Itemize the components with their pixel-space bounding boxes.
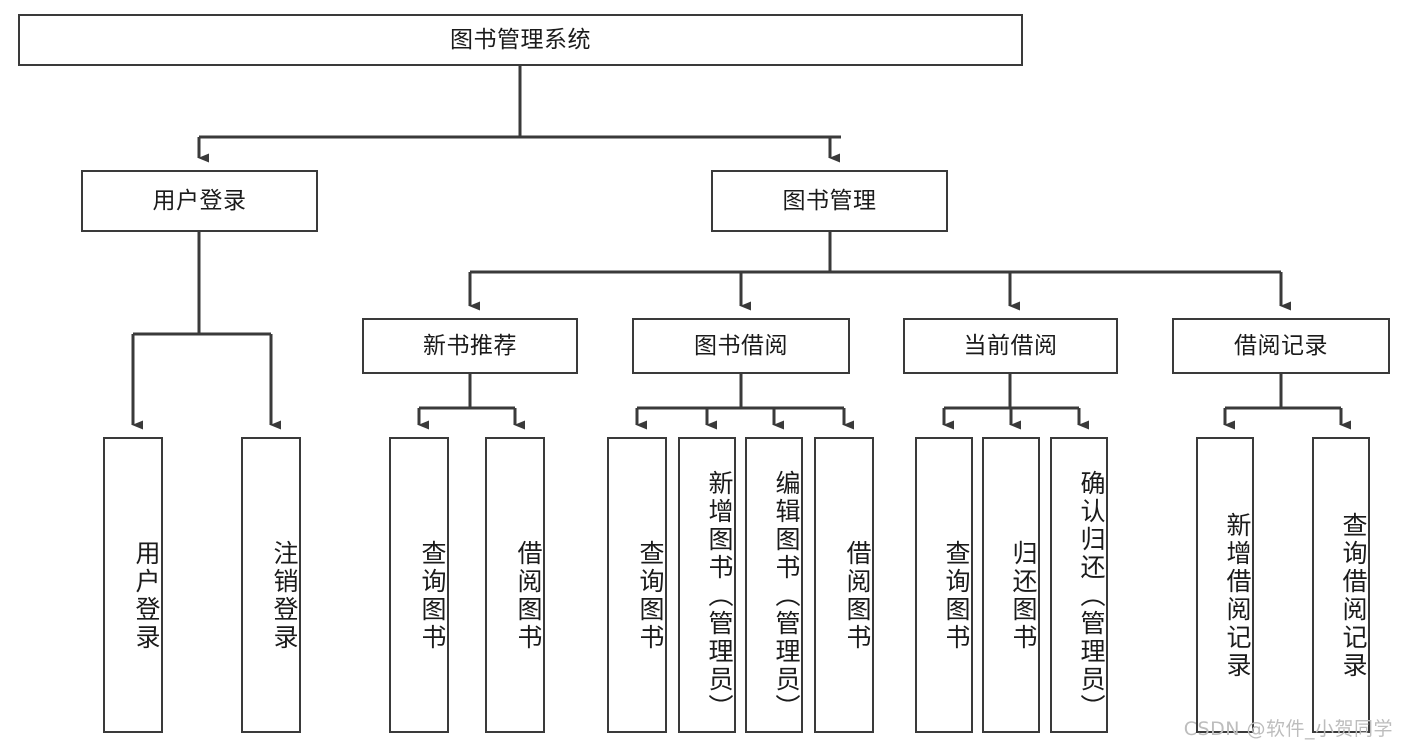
node-book-borrow-label: 图书借阅 <box>694 332 788 359</box>
node-root[interactable]: 图书管理系统 <box>18 14 1023 66</box>
node-book-borrow[interactable]: 图书借阅 <box>632 318 850 374</box>
node-leaf-confirm-return-label: 确认归还（管理员） <box>1077 470 1106 722</box>
connector-book-manage-to-level3 <box>468 232 1291 311</box>
node-leaf-edit-book-label: 编辑图书（管理员） <box>772 470 801 722</box>
node-leaf-query-book-1[interactable]: 查询图书 <box>389 437 449 733</box>
connector-book-borrow-to-leaves <box>635 374 854 430</box>
node-leaf-borrow-book-1-label: 借阅图书 <box>514 540 543 652</box>
node-user-login-label: 用户登录 <box>152 187 247 214</box>
node-user-login[interactable]: 用户登录 <box>81 170 318 232</box>
node-leaf-confirm-return[interactable]: 确认归还（管理员） <box>1050 437 1108 733</box>
node-leaf-borrow-book-2-label: 借阅图书 <box>843 540 872 652</box>
node-leaf-add-record-label: 新增借阅记录 <box>1223 512 1252 680</box>
node-leaf-add-book-label: 新增图书（管理员） <box>705 470 734 722</box>
node-current-borrow-label: 当前借阅 <box>963 332 1058 359</box>
node-leaf-user-logout[interactable]: 注销登录 <box>241 437 301 733</box>
node-leaf-query-book-1-label: 查询图书 <box>418 540 447 652</box>
node-leaf-borrow-book-2[interactable]: 借阅图书 <box>814 437 874 733</box>
node-leaf-query-book-3-label: 查询图书 <box>942 540 971 652</box>
node-root-label: 图书管理系统 <box>450 26 591 53</box>
node-leaf-borrow-book-1[interactable]: 借阅图书 <box>485 437 545 733</box>
node-leaf-user-login-label: 用户登录 <box>132 540 161 652</box>
connector-root-to-level2 <box>197 66 841 163</box>
node-leaf-query-record-label: 查询借阅记录 <box>1339 512 1368 680</box>
node-leaf-user-logout-label: 注销登录 <box>270 540 299 652</box>
node-book-manage-label: 图书管理 <box>782 187 877 214</box>
node-leaf-return-book-label: 归还图书 <box>1009 540 1038 652</box>
connector-user-login-to-leaves <box>131 232 281 430</box>
node-leaf-query-record[interactable]: 查询借阅记录 <box>1312 437 1370 733</box>
node-leaf-user-login[interactable]: 用户登录 <box>103 437 163 733</box>
connector-new-book-recommend-to-leaves <box>417 374 525 430</box>
node-leaf-query-book-3[interactable]: 查询图书 <box>915 437 973 733</box>
node-current-borrow[interactable]: 当前借阅 <box>903 318 1118 374</box>
node-leaf-edit-book[interactable]: 编辑图书（管理员） <box>745 437 803 733</box>
node-leaf-add-record[interactable]: 新增借阅记录 <box>1196 437 1254 733</box>
connector-current-borrow-to-leaves <box>942 374 1089 430</box>
node-new-book-recommend[interactable]: 新书推荐 <box>362 318 578 374</box>
node-leaf-query-book-2[interactable]: 查询图书 <box>607 437 667 733</box>
node-leaf-query-book-2-label: 查询图书 <box>636 540 665 652</box>
node-new-book-recommend-label: 新书推荐 <box>423 332 517 359</box>
node-leaf-add-book[interactable]: 新增图书（管理员） <box>678 437 736 733</box>
node-borrow-record-label: 借阅记录 <box>1234 332 1328 359</box>
connector-borrow-record-to-leaves <box>1223 374 1351 430</box>
node-leaf-return-book[interactable]: 归还图书 <box>982 437 1040 733</box>
node-book-manage[interactable]: 图书管理 <box>711 170 948 232</box>
node-borrow-record[interactable]: 借阅记录 <box>1172 318 1390 374</box>
